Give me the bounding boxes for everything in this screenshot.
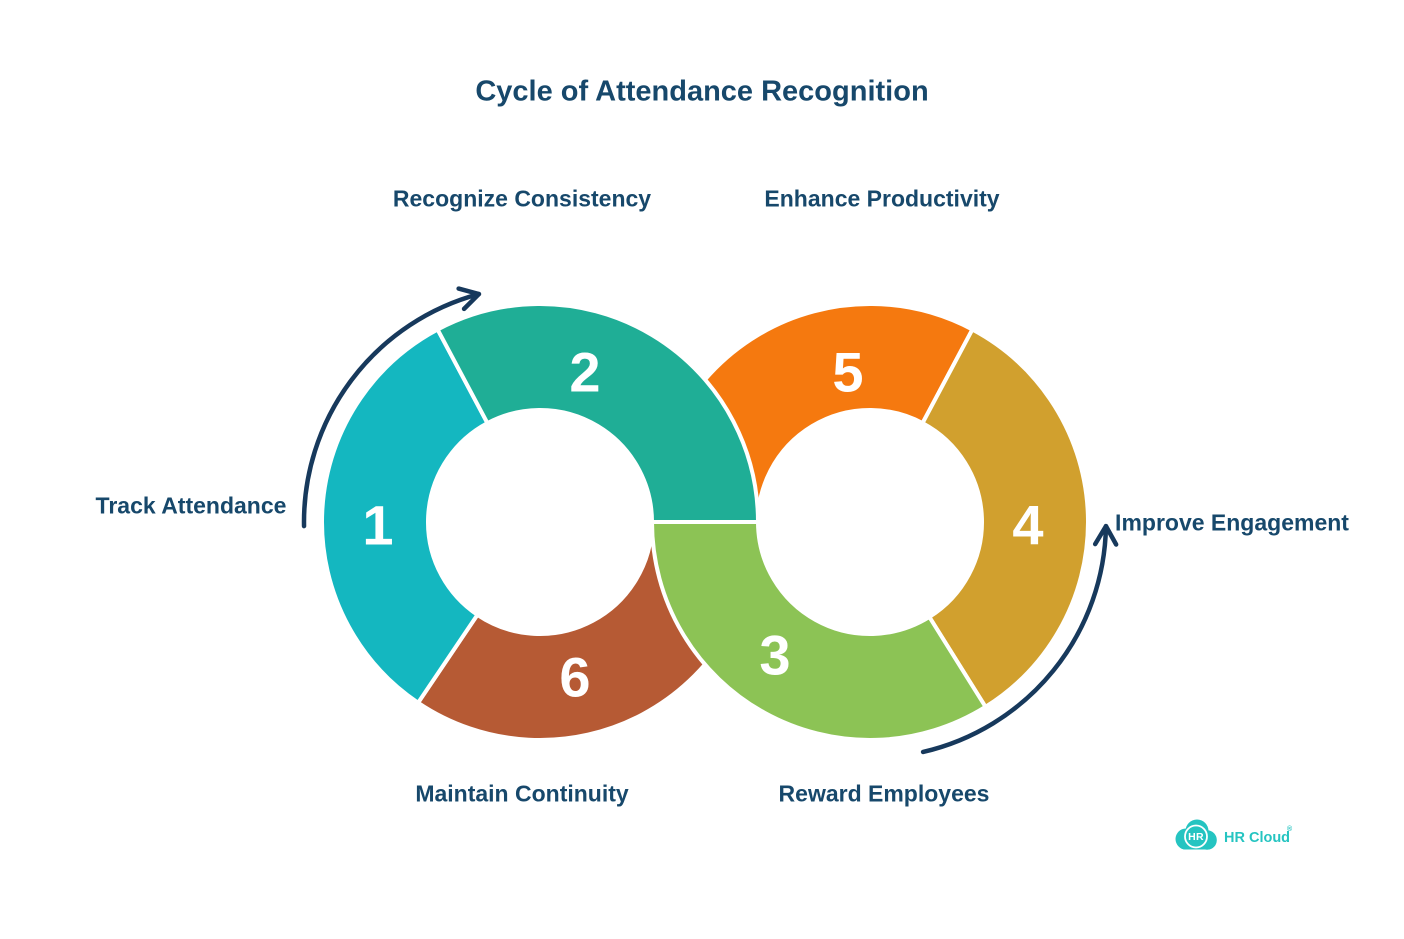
label-track-attendance: Track Attendance xyxy=(95,492,287,519)
ring-segment-4 xyxy=(919,326,1090,710)
step-numbers: 1 2 3 4 5 6 xyxy=(362,341,1043,709)
ring-segment-2 xyxy=(434,302,761,524)
flow-arrows xyxy=(301,286,1119,755)
label-improve-engagement: Improve Engagement xyxy=(1115,509,1349,536)
hr-cloud-logo: HR HR Cloud ® xyxy=(1175,819,1293,850)
segment-number-3: 3 xyxy=(759,624,790,687)
segment-number-1: 1 xyxy=(362,494,393,557)
label-enhance-productivity: Enhance Productivity xyxy=(764,185,1000,212)
donut-rings xyxy=(320,302,1090,742)
segment-number-4: 4 xyxy=(1012,494,1043,557)
arrowhead-icon xyxy=(456,286,482,312)
arrowhead-icon xyxy=(1092,523,1119,547)
ring-segment-1 xyxy=(320,326,491,706)
curved-arrow-left xyxy=(301,291,482,529)
cloud-icon: HR xyxy=(1175,819,1217,850)
ring-segment-3 xyxy=(649,520,989,742)
segment-number-5: 5 xyxy=(832,341,863,404)
label-maintain-continuity: Maintain Continuity xyxy=(415,780,629,807)
curved-arrow-right xyxy=(920,523,1109,755)
hr-badge-ring xyxy=(1184,824,1208,849)
segment-number-6: 6 xyxy=(559,646,590,709)
hr-badge-text: HR xyxy=(1188,831,1204,843)
segment-number-2: 2 xyxy=(569,341,600,404)
label-reward-employees: Reward Employees xyxy=(778,780,990,807)
label-recognize-consistency: Recognize Consistency xyxy=(392,185,652,212)
page-title: Cycle of Attendance Recognition xyxy=(475,75,929,108)
logo-registered-mark: ® xyxy=(1287,825,1293,833)
logo-wordmark: HR Cloud xyxy=(1224,830,1290,846)
